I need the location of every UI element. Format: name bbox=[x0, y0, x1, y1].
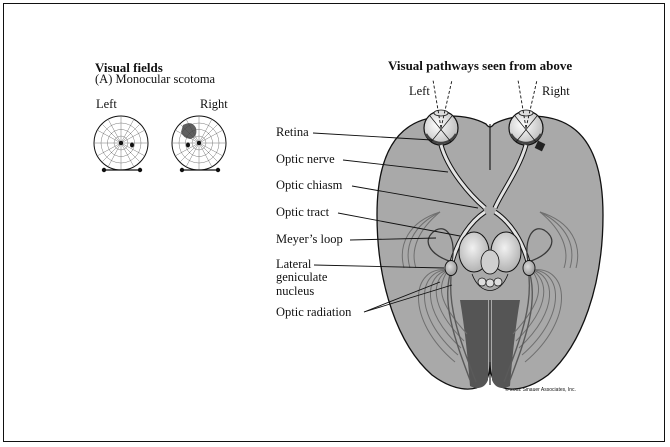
right-visual-field-chart bbox=[172, 116, 226, 170]
lateral-geniculate-nucleus-left bbox=[445, 261, 457, 276]
lateral-geniculate-nucleus-right bbox=[523, 261, 535, 276]
left-visual-field-chart bbox=[94, 116, 148, 170]
